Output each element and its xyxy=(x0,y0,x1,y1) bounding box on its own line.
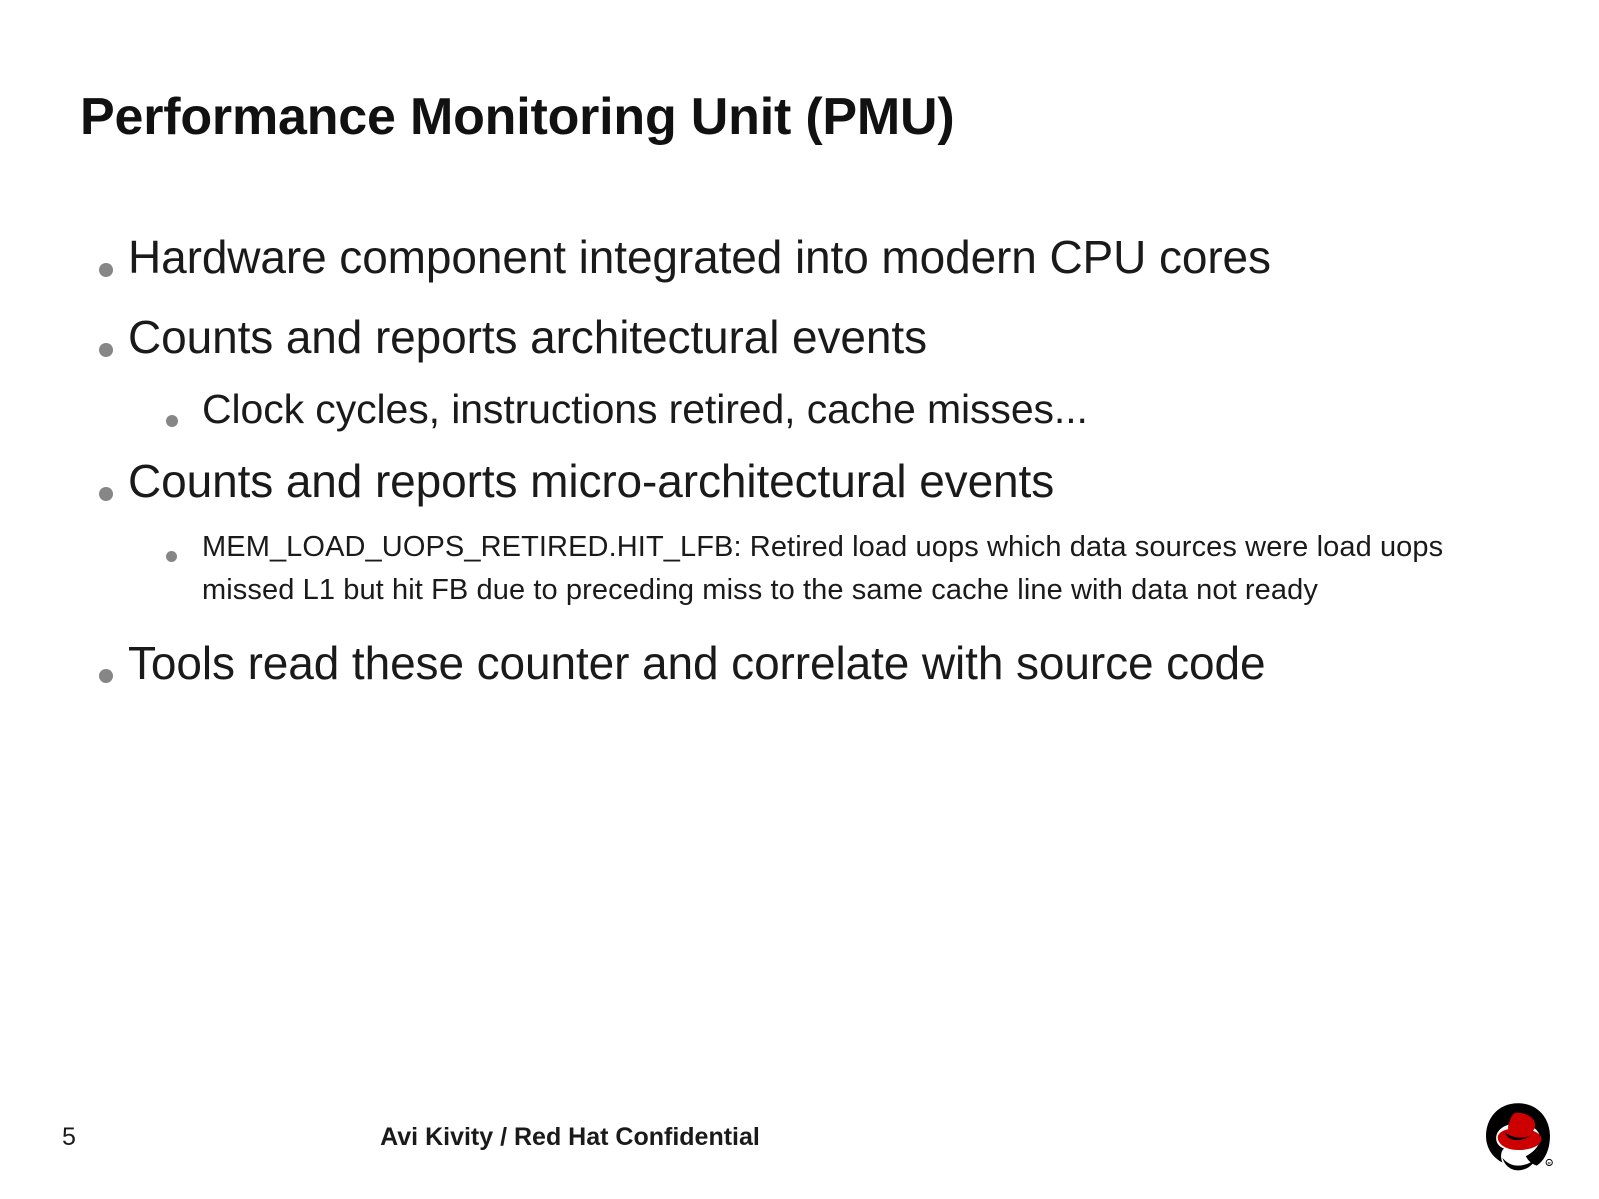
bullet-marker-icon xyxy=(154,526,202,569)
svg-text:R: R xyxy=(1548,1161,1552,1166)
bullet-marker-icon xyxy=(82,228,128,286)
bullet-marker-icon xyxy=(154,382,202,436)
bullet-marker-icon xyxy=(82,452,128,510)
list-item: Counts and reports micro-architectural e… xyxy=(82,452,1502,510)
list-item: Clock cycles, instructions retired, cach… xyxy=(154,382,1502,436)
list-item-label: MEM_LOAD_UOPS_RETIRED.HIT_LFB: Retired l… xyxy=(202,531,1444,606)
list-item: Hardware component integrated into moder… xyxy=(82,228,1502,286)
bullet-list: Hardware component integrated into moder… xyxy=(82,228,1502,708)
list-item-label: Counts and reports architectural events xyxy=(128,311,927,363)
bullet-marker-icon xyxy=(82,634,128,692)
list-item-label: Clock cycles, instructions retired, cach… xyxy=(202,386,1088,432)
confidentiality-notice: Avi Kivity / Red Hat Confidential xyxy=(380,1123,760,1151)
page-title: Performance Monitoring Unit (PMU) xyxy=(80,88,955,146)
list-item: Counts and reports architectural events xyxy=(82,308,1502,366)
list-item-label: Counts and reports micro-architectural e… xyxy=(128,455,1055,507)
list-item-label: Tools read these counter and correlate w… xyxy=(128,637,1266,689)
list-item: MEM_LOAD_UOPS_RETIRED.HIT_LFB: Retired l… xyxy=(154,526,1502,612)
bullet-marker-icon xyxy=(82,308,128,366)
list-item: Tools read these counter and correlate w… xyxy=(82,634,1502,692)
red-hat-shadowman-logo-icon: R xyxy=(1479,1097,1557,1175)
page-number: 5 xyxy=(62,1123,76,1151)
list-item-label: Hardware component integrated into moder… xyxy=(128,231,1271,283)
slide-footer: 5 Avi Kivity / Red Hat Confidential R xyxy=(0,1079,1599,1199)
